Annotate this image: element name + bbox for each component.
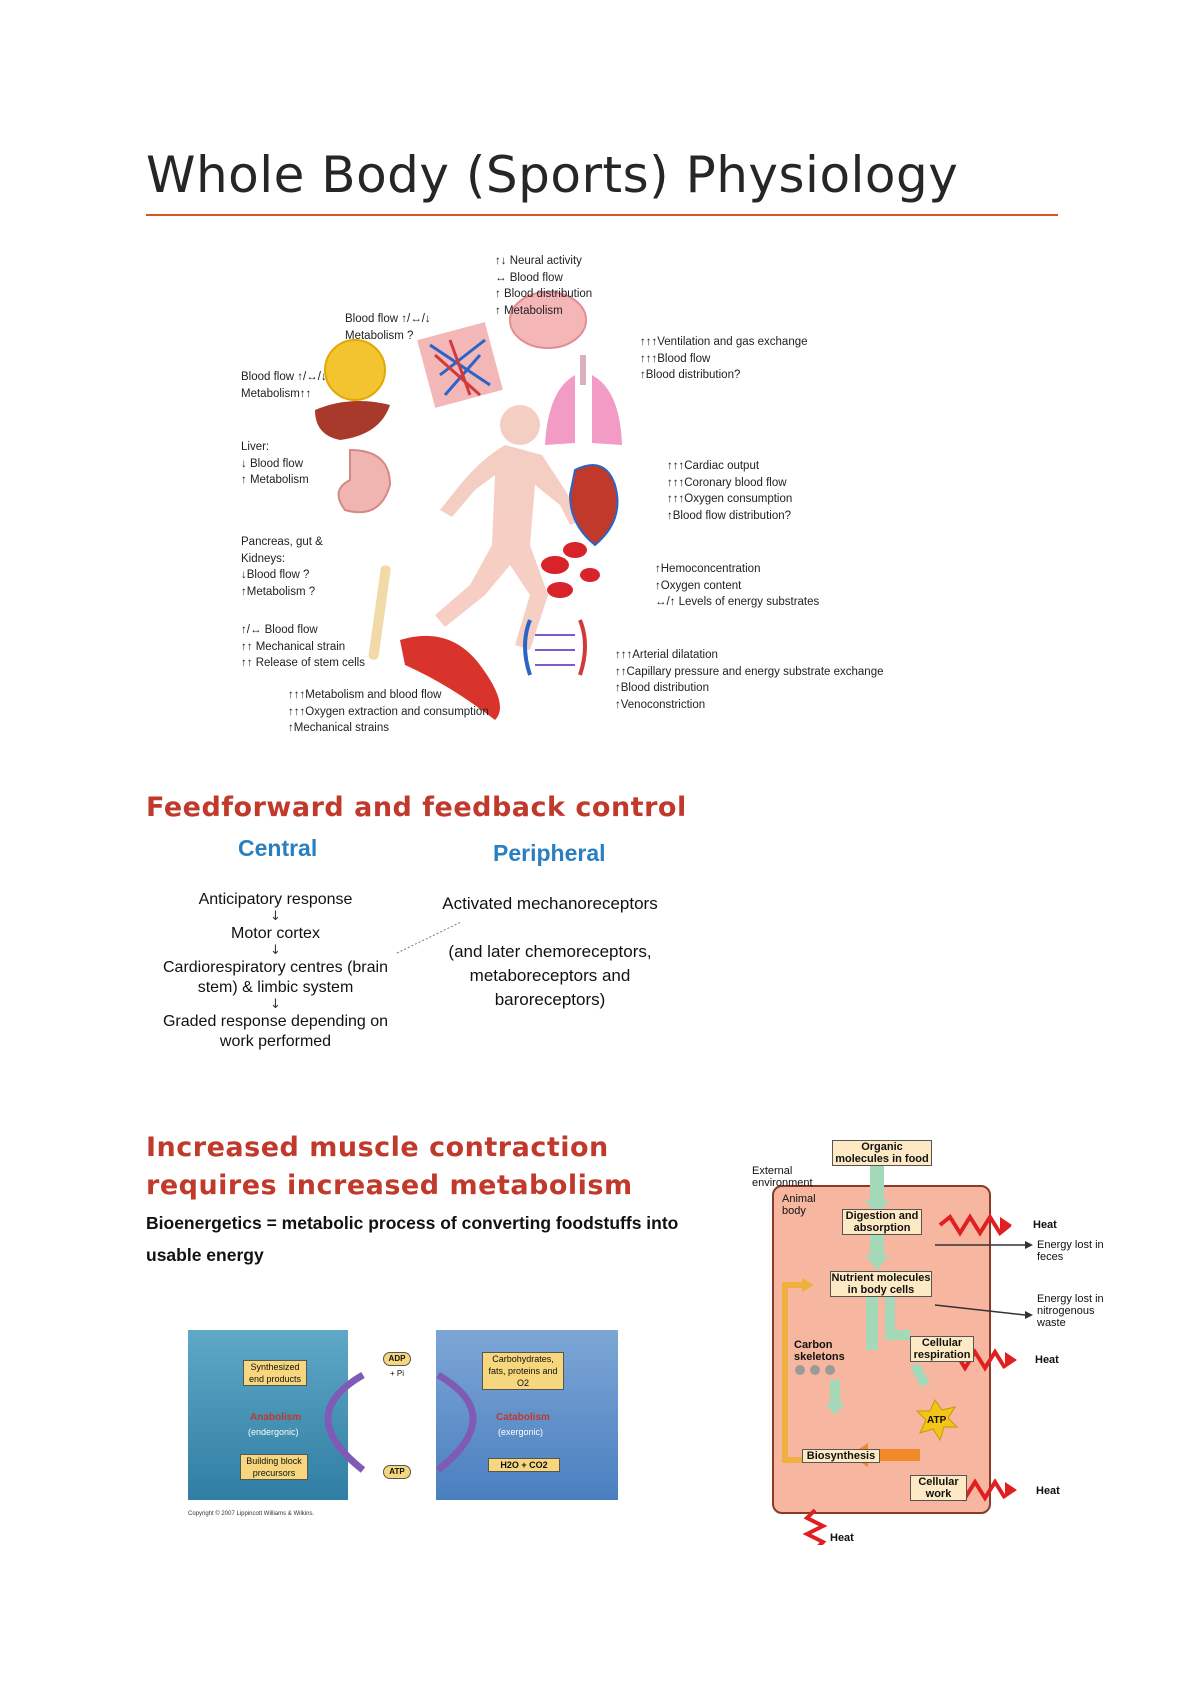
adp-badge: ADP: [383, 1352, 411, 1366]
arrow-icon: ↓: [270, 997, 281, 1012]
pi-label: + Pi: [390, 1369, 405, 1378]
biosynthesis-box: Biosynthesis: [802, 1449, 880, 1463]
energy-feces-label: Energy lost in feces: [1037, 1239, 1104, 1263]
synth-box: Synthesized end products: [243, 1360, 307, 1386]
label-bone: ↑/↔ Blood flow ↑↑ Mechanical strain ↑↑ R…: [241, 624, 365, 669]
cycle-figure: Synthesized end products Anabolism (ende…: [188, 1330, 618, 1517]
organ-figure: [230, 245, 930, 745]
heart-image: [568, 464, 619, 547]
arrow-icon: ↓: [270, 943, 281, 958]
peripheral-mechanoreceptors: Activated mechanoreceptors: [442, 894, 658, 913]
step-anticipatory: Anticipatory response: [198, 891, 353, 908]
stomach-image: [337, 448, 392, 514]
liver-image: [315, 401, 390, 440]
external-environment-label: External environment: [752, 1165, 813, 1189]
exergonic-label: (exergonic): [498, 1427, 544, 1437]
nutrient-box: Nutrient molecules in body cells: [830, 1271, 932, 1297]
step-motor-cortex: Motor cortex: [231, 925, 320, 942]
carbon-skeletons-label: Carbon skeletons: [794, 1339, 845, 1363]
step-cardiorespiratory: Cardiorespiratory centres (brain stem) &…: [163, 959, 388, 996]
digestion-box: Digestion and absorption: [842, 1209, 922, 1235]
page-title: Whole Body (Sports) Physiology: [146, 146, 959, 204]
energy-waste-label: Energy lost in nitrogenous waste: [1037, 1293, 1104, 1329]
heat-label-2: Heat: [1035, 1354, 1059, 1366]
heat-label-3: Heat: [1036, 1485, 1060, 1497]
peripheral-heading: Peripheral: [493, 840, 606, 866]
capillary-image: [523, 619, 587, 676]
blood-cells-image: [541, 542, 600, 598]
organic-molecules-box: Organic molecules in food: [832, 1140, 932, 1166]
section-heading-metabolism-1: Increased muscle contraction: [146, 1132, 609, 1163]
building-box: Building block precursors: [240, 1454, 308, 1480]
anabolism-arc: [324, 1371, 366, 1473]
animal-body-label: Animal body: [782, 1193, 816, 1217]
title-underline: [146, 214, 1058, 216]
fat-cell-image: [324, 339, 386, 401]
label-skin: Blood flow ↑/↔/↓ Metabolism ?: [345, 313, 431, 342]
label-blood: ↑Hemoconcentration ↑Oxygen content ↔/↑ L…: [655, 563, 820, 608]
label-vessels: ↑↑↑Arterial dilatation ↑↑Capillary press…: [615, 649, 884, 711]
section-heading-feedforward: Feedforward and feedback control: [146, 792, 687, 823]
carbs-box: Carbohydrates, fats, proteins and O2: [482, 1352, 564, 1390]
arrow-icon: ↓: [270, 909, 281, 924]
skin-image: [417, 322, 503, 408]
bone-image: [368, 565, 391, 660]
label-heart: ↑↑↑Cardiac output ↑↑↑Coronary blood flow…: [667, 460, 793, 522]
lungs-image: [545, 355, 622, 445]
atp-star-label: ATP: [927, 1415, 947, 1426]
label-liver: Liver: ↓ Blood flow ↑ Metabolism: [241, 441, 309, 486]
muscle-image: [400, 635, 500, 720]
label-pancreas: Pancreas, gut & Kidneys: ↓Blood flow ? ↑…: [241, 536, 323, 598]
respiration-box: Cellular respiration: [910, 1336, 974, 1362]
copyright: Copyright © 2007 Lippincott Williams & W…: [188, 1511, 315, 1517]
catabolism-label: Catabolism: [496, 1412, 550, 1423]
cellular-work-box: Cellular work: [910, 1475, 967, 1501]
label-neural: ↑↓ Neural activity ↔ Blood flow ↑ Blood …: [495, 255, 593, 317]
label-muscle: ↑↑↑Metabolism and blood flow ↑↑↑Oxygen e…: [288, 689, 489, 734]
label-lungs: ↑↑↑Ventilation and gas exchange ↑↑↑Blood…: [640, 336, 808, 381]
products-box: H2O + CO2: [488, 1458, 560, 1472]
bioenergetics-definition: Bioenergetics = metabolic process of con…: [146, 1213, 679, 1265]
heat-label-1: Heat: [1033, 1219, 1057, 1231]
central-heading: Central: [238, 835, 318, 861]
central-flow: Anticipatory response ↓ Motor cortex ↓ C…: [148, 890, 403, 1052]
brain-image: [509, 291, 587, 349]
step-graded-response: Graded response depending on work perfor…: [162, 1013, 389, 1050]
dotted-connector: [396, 921, 462, 954]
catabolism-arc: [435, 1371, 477, 1473]
peripheral-note: (and later chemoreceptors, metaborecepto…: [448, 942, 652, 1009]
heat-label-4: Heat: [830, 1532, 854, 1544]
label-fat: Blood flow ↑/↔/↓ Metabolism↑↑: [241, 371, 327, 400]
runner-silhouette: [435, 405, 582, 650]
atp-badge: ATP: [383, 1465, 411, 1479]
anabolism-label: Anabolism: [250, 1412, 302, 1423]
section-heading-metabolism-2: requires increased metabolism: [146, 1170, 633, 1201]
endergonic-label: (endergonic): [248, 1427, 299, 1437]
metab-figure: Organic molecules in food External envir…: [750, 1135, 1104, 1545]
